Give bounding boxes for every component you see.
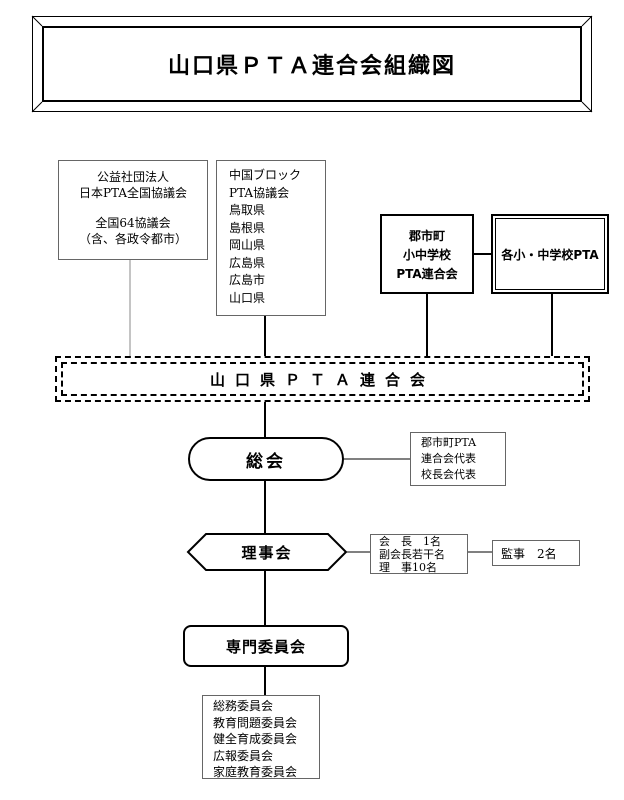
national-council-box: 公益社団法人 日本PTA全国協議会 全国64協議会 （含、各政令都市） <box>58 160 208 260</box>
committee-label: 専門委員会 <box>225 637 306 656</box>
chugoku-line: 島根県 <box>229 220 266 235</box>
committee-item: 健全育成委員会 <box>213 732 298 746</box>
schools-pta-label: 各小・中学校PTA <box>501 247 599 262</box>
national-line-1: 公益社団法人 <box>96 170 169 184</box>
committee-node: 専門委員会 <box>183 625 349 667</box>
general-member-line: 連合会代表 <box>421 452 476 465</box>
auditor-box: 監事 2名 <box>492 540 580 566</box>
board-member-line: 理 事10名 <box>379 561 437 574</box>
committee-item: 広報委員会 <box>213 748 274 763</box>
auditor-label: 監事 2名 <box>501 547 557 561</box>
committee-item: 家庭教育委員会 <box>213 765 298 779</box>
general-meeting-node: 総会 <box>188 437 344 481</box>
chugoku-line: 山口県 <box>229 290 266 305</box>
general-meeting-members-box: 郡市町PTA 連合会代表 校長会代表 <box>410 432 506 486</box>
title-panel: 山口県ＰＴＡ連合会組織図 <box>42 26 582 102</box>
national-line-3: 全国64協議会 <box>95 216 171 230</box>
gun-shi-cho-federation-box: 郡市町 小中学校 PTA連合会 <box>380 214 474 294</box>
committee-item: 教育問題委員会 <box>213 715 298 730</box>
chugoku-line: 中国ブロック <box>229 168 302 182</box>
gun-line: PTA連合会 <box>396 267 458 281</box>
chugoku-line: 岡山県 <box>229 238 266 252</box>
federation-frame <box>55 356 590 402</box>
page-title: 山口県ＰＴＡ連合会組織図 <box>167 54 456 79</box>
national-line-4: （含、各政令都市） <box>78 232 187 246</box>
chugoku-line: PTA協議会 <box>229 185 290 200</box>
board-node: 理事会 <box>188 534 346 570</box>
board-member-line: 副会長若干名 <box>379 548 445 561</box>
national-line-2: 日本PTA全国協議会 <box>78 186 188 200</box>
board-hexagon <box>186 533 348 571</box>
gun-line: 小中学校 <box>402 248 451 262</box>
committees-list-box: 総務委員会 教育問題委員会 健全育成委員会 広報委員会 家庭教育委員会 <box>202 695 320 779</box>
board-label: 理事会 <box>241 543 293 562</box>
committee-item: 総務委員会 <box>213 699 274 713</box>
federation-box: 山口県ＰＴＡ連合会 <box>61 362 584 396</box>
chugoku-block-box: 中国ブロック PTA協議会 鳥取県 島根県 岡山県 広島県 広島市 山口県 <box>216 160 326 316</box>
federation-label: 山口県ＰＴＡ連合会 <box>209 370 435 389</box>
chugoku-line: 鳥取県 <box>229 203 266 217</box>
general-meeting-label: 総会 <box>246 451 286 472</box>
general-member-line: 郡市町PTA <box>421 436 477 449</box>
general-member-line: 校長会代表 <box>421 468 476 481</box>
schools-pta-box: 各小・中学校PTA <box>495 218 605 290</box>
title-frame-bevel <box>31 15 593 113</box>
board-member-line: 会 長 1名 <box>379 535 441 548</box>
board-members-box: 会 長 1名 副会長若干名 理 事10名 <box>370 534 468 574</box>
gun-line: 郡市町 <box>408 229 445 243</box>
chugoku-line: 広島県 <box>229 255 266 270</box>
chugoku-line: 広島市 <box>229 273 266 287</box>
